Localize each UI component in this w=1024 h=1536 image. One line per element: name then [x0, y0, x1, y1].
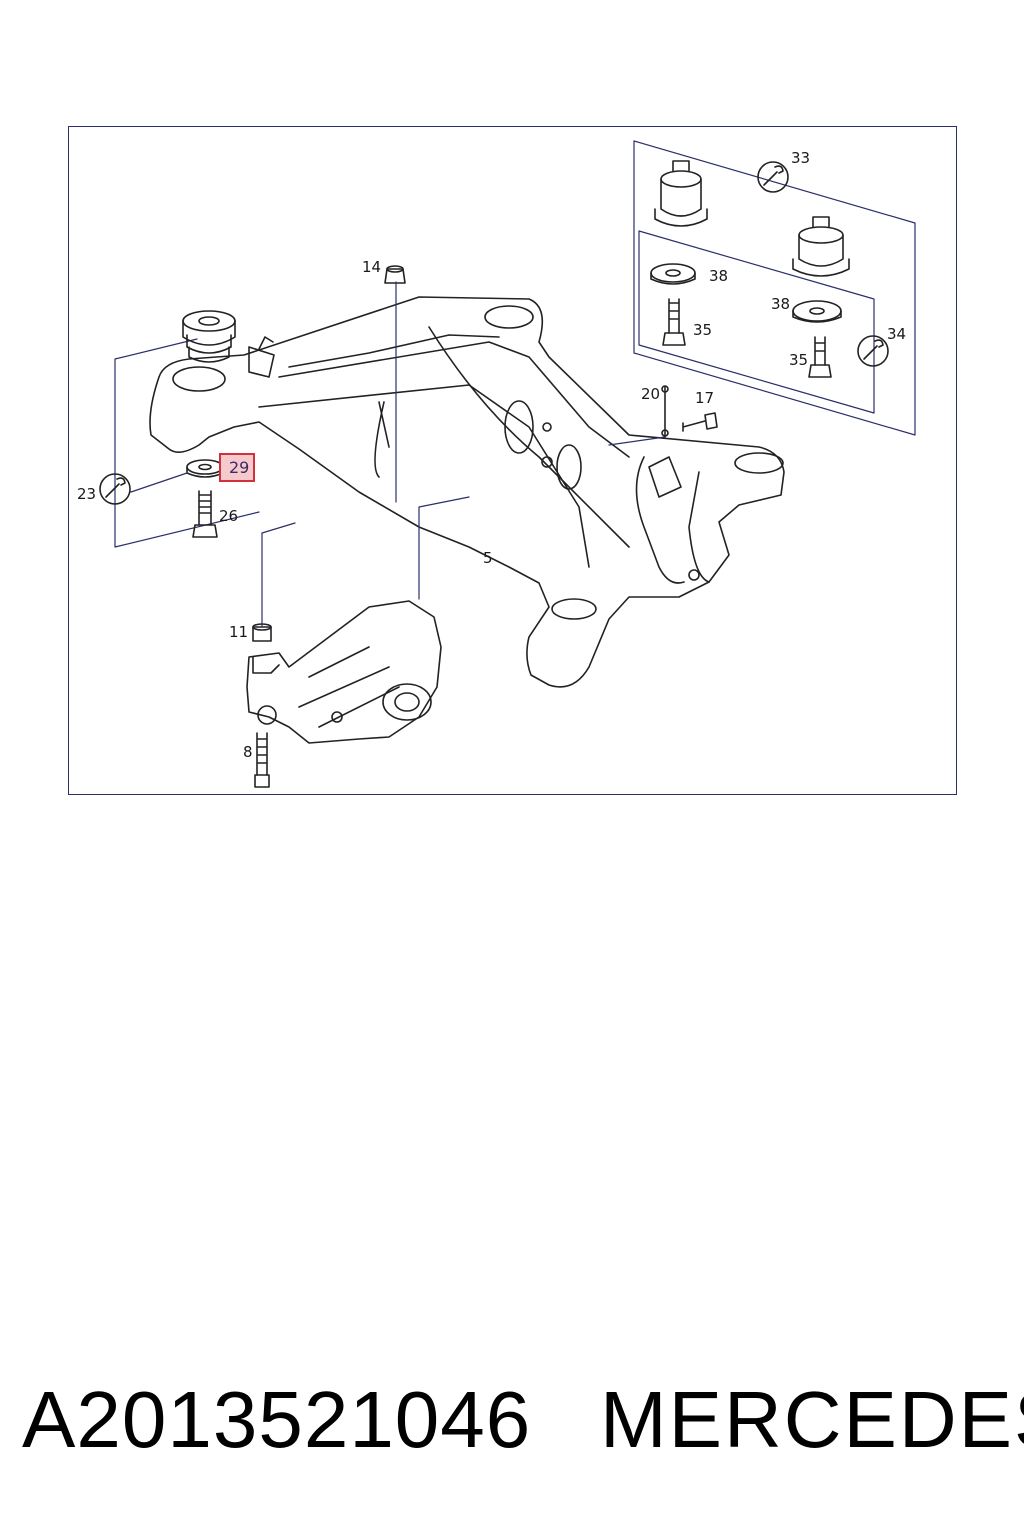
- bushing-icon: [792, 216, 850, 277]
- callout-20: 20: [641, 385, 661, 403]
- callout-33: 33: [791, 149, 811, 167]
- wrench-icon: [857, 335, 889, 367]
- callout-35-upper: 35: [693, 321, 713, 339]
- inset-sub-box: [638, 230, 875, 414]
- washer-icon: [650, 263, 696, 285]
- callout-35-lower: 35: [789, 351, 809, 369]
- part-caption: A2013521046 MERCEDES: [22, 1375, 1024, 1465]
- bolt-icon: [254, 732, 270, 788]
- bolt-icon: [808, 336, 832, 378]
- callout-14: 14: [362, 258, 382, 276]
- nut-icon: [384, 265, 406, 284]
- exploded-view-drawing: [99, 140, 916, 788]
- inset-box-outline: [633, 140, 916, 436]
- bolt-icon: [662, 298, 686, 346]
- callout-38-upper: 38: [709, 267, 729, 285]
- part-number: A2013521046: [22, 1375, 532, 1464]
- strap-icon: [661, 385, 669, 438]
- washer-icon: [792, 300, 842, 323]
- brand-name: MERCEDES: [600, 1375, 1024, 1464]
- callout-11: 11: [229, 623, 249, 641]
- wrench-icon: [99, 473, 131, 505]
- washer-icon: [186, 459, 224, 478]
- wrench-icon: [757, 161, 789, 193]
- callout-38-lower: 38: [771, 295, 791, 313]
- differential-icon: [246, 600, 442, 744]
- bolt-icon: [682, 412, 718, 432]
- callout-5: 5: [483, 549, 493, 567]
- bolt-icon: [192, 490, 218, 538]
- callout-29-highlighted: 29: [219, 453, 256, 482]
- bushing-icon: [182, 310, 236, 363]
- callout-17: 17: [695, 389, 715, 407]
- diagram-frame: 14 33 38 38 35 35 34 20 17 23 29 26 5 11…: [68, 126, 957, 795]
- callout-23: 23: [77, 485, 97, 503]
- callout-8: 8: [243, 743, 253, 761]
- callout-26: 26: [219, 507, 239, 525]
- subframe-icon: [149, 296, 785, 688]
- bushing-icon: [654, 160, 708, 227]
- callout-34: 34: [887, 325, 907, 343]
